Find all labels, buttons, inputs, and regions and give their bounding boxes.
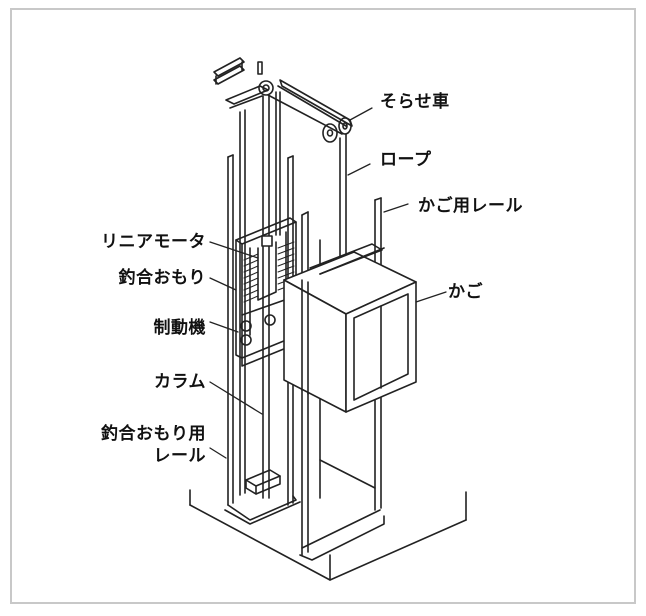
leader-counterweight-rail — [209, 447, 227, 459]
leader-car-rail — [383, 203, 409, 213]
leader-counterweight — [209, 277, 237, 291]
label-column: カラム — [154, 372, 206, 392]
label-counterweight-rail-line2: レール — [153, 446, 206, 466]
label-rope: ロープ — [380, 150, 432, 170]
leader-linear-motor — [209, 241, 259, 259]
leader-rope — [347, 163, 371, 176]
label-car-rail: かご用レール — [418, 196, 523, 216]
sheave-beam — [225, 79, 353, 127]
overhead-beam — [213, 57, 263, 85]
label-brake: 制動機 — [153, 318, 206, 338]
column-base — [245, 469, 281, 495]
label-linear-motor: リニアモータ — [101, 232, 206, 252]
car — [283, 243, 417, 413]
label-counterweight-rail-line1: 釣合おもり用 — [101, 424, 206, 444]
label-deflector-sheave: そらせ車 — [380, 92, 450, 112]
leader-brake — [209, 321, 239, 333]
leader-deflector-sheave — [349, 107, 373, 121]
counterweight-rails — [224, 109, 301, 525]
label-counterweight: 釣合おもり — [118, 268, 206, 288]
leader-car — [415, 291, 447, 303]
leader-lines — [209, 107, 447, 459]
label-car: かご — [448, 282, 483, 302]
pit-floor — [189, 489, 467, 581]
rope — [275, 91, 347, 263]
leader-column — [209, 381, 263, 415]
